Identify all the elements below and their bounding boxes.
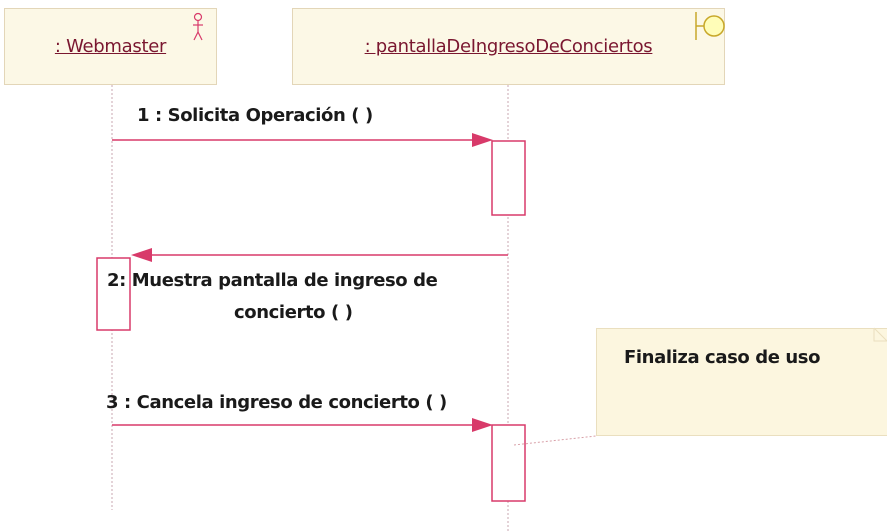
message-2-number: 2 <box>107 270 120 291</box>
note-text: Finaliza caso de uso <box>624 347 821 368</box>
note-corner <box>873 327 887 342</box>
message-1-label: 1 : Solicita Operación ( ) <box>137 105 373 126</box>
lifeline-webmaster[interactable]: : Webmaster <box>4 8 217 85</box>
activation-pantalla-2 <box>491 424 526 502</box>
note-finaliza[interactable] <box>596 328 887 436</box>
lifeline-pantalla[interactable]: : pantallaDeIngresoDeConciertos <box>292 8 725 85</box>
activation-webmaster-1 <box>96 257 131 331</box>
message-2-label-line1: : Muestra pantalla de ingreso de <box>119 270 438 291</box>
actor-icon <box>193 12 203 41</box>
lifeline-pantalla-label: : pantallaDeIngresoDeConciertos <box>364 36 653 57</box>
message-1-arrow[interactable] <box>112 133 493 147</box>
message-2-label: 2: Muestra pantalla de ingreso de <box>107 270 438 291</box>
lifeline-webmaster-label: : Webmaster <box>54 36 167 57</box>
message-3-label: 3 : Cancela ingreso de concierto ( ) <box>106 392 447 413</box>
boundary-icon <box>695 12 725 40</box>
message-2-arrow[interactable] <box>131 248 508 262</box>
activation-pantalla-1 <box>491 140 526 216</box>
message-3-arrow[interactable] <box>112 418 493 432</box>
message-2-label-line2: concierto ( ) <box>234 302 353 323</box>
note-anchor-line <box>513 435 597 446</box>
